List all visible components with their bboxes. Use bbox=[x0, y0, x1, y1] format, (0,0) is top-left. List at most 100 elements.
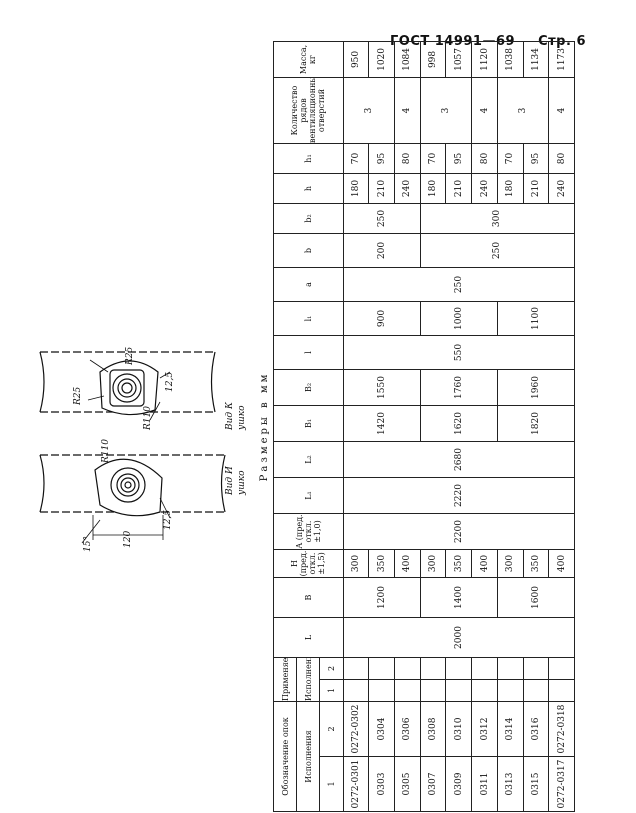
cell-isp1: 0309 bbox=[445, 756, 472, 812]
col-L2: L₂ bbox=[273, 441, 344, 478]
cell-b2: 300 bbox=[420, 203, 575, 234]
dim-right-R3: R110 bbox=[143, 406, 153, 431]
cell-primen bbox=[523, 657, 549, 680]
cell-l: 550 bbox=[343, 335, 575, 370]
col-l: l bbox=[273, 335, 344, 370]
col-num-1: 1 bbox=[319, 756, 344, 812]
cell-isp2: 0314 bbox=[497, 701, 524, 757]
cell-h: 180 bbox=[343, 173, 369, 204]
view-K-label-2: ушко bbox=[237, 405, 247, 431]
cell-massa: 1120 bbox=[471, 41, 498, 78]
cell-H: 350 bbox=[445, 549, 472, 578]
col-l1: l₁ bbox=[273, 301, 344, 336]
col-A: A (пред. откл. ±1,0) bbox=[273, 513, 344, 550]
cell-h: 210 bbox=[523, 173, 549, 204]
view-I-label-2: ушко bbox=[237, 470, 247, 496]
cell-H: 400 bbox=[471, 549, 498, 578]
cell-h: 180 bbox=[420, 173, 446, 204]
col-num-2: 2 bbox=[319, 701, 344, 757]
col-b2: b₂ bbox=[273, 203, 344, 234]
cell-b: 200 bbox=[343, 233, 421, 268]
dim-right-1: 12,5 bbox=[165, 372, 175, 392]
cell-H: 350 bbox=[523, 549, 549, 578]
cell-kol: 3 bbox=[420, 77, 472, 144]
cell-primen bbox=[497, 657, 524, 680]
dim-left-R: R110 bbox=[101, 439, 111, 464]
cell-l1: 1100 bbox=[497, 301, 575, 336]
cell-h: 240 bbox=[394, 173, 421, 204]
cell-h: 180 bbox=[497, 173, 524, 204]
cell-kol: 3 bbox=[497, 77, 549, 144]
col-b: b bbox=[273, 233, 344, 268]
cell-kol: 4 bbox=[548, 77, 575, 144]
cell-H: 300 bbox=[497, 549, 524, 578]
cell-h: 240 bbox=[548, 173, 575, 204]
cell-isp2: 0304 bbox=[368, 701, 395, 757]
cell-L: 2000 bbox=[343, 617, 575, 658]
cell-massa: 1020 bbox=[368, 41, 395, 78]
dim-left-length: 120 bbox=[123, 531, 133, 548]
view-K-label-1: Вид К bbox=[225, 401, 235, 431]
cell-massa: 1084 bbox=[394, 41, 421, 78]
cell-massa: 1038 bbox=[497, 41, 524, 78]
drawing-view-K bbox=[39, 351, 216, 421]
col-kol: Количество рядов вентиляционных отверсти… bbox=[273, 77, 344, 144]
cell-isp2: 0310 bbox=[445, 701, 472, 757]
cell-isp1: 0307 bbox=[420, 756, 446, 812]
cell-h1: 95 bbox=[523, 143, 549, 174]
cell-B: 1400 bbox=[420, 577, 498, 618]
col-oboz: Обозначение опок bbox=[273, 701, 297, 812]
cell-h1: 80 bbox=[471, 143, 498, 174]
col-primen-2: 2 bbox=[319, 657, 344, 680]
cell-B1: 1620 bbox=[420, 405, 498, 442]
cell-B: 1600 bbox=[497, 577, 575, 618]
cell-h1: 95 bbox=[445, 143, 472, 174]
cell-primen bbox=[445, 679, 472, 702]
dim-right-R2: R25 bbox=[73, 386, 83, 406]
table-row: 0272-0301 0272-0302 2000 1200 300 2200 2… bbox=[343, 41, 575, 812]
cell-a: 250 bbox=[343, 267, 575, 302]
col-massa: Масса, кг bbox=[273, 41, 344, 78]
cell-H: 400 bbox=[394, 549, 421, 578]
cell-B1: 1420 bbox=[343, 405, 421, 442]
cell-primen bbox=[394, 679, 421, 702]
cell-h1: 80 bbox=[548, 143, 575, 174]
col-B: B bbox=[273, 577, 344, 618]
dim-left-angle: 15° bbox=[83, 536, 93, 552]
cell-primen bbox=[445, 657, 472, 680]
cell-h1: 80 bbox=[394, 143, 421, 174]
cell-L1: 2220 bbox=[343, 477, 575, 514]
cell-L2: 2680 bbox=[343, 441, 575, 478]
cell-H: 350 bbox=[368, 549, 395, 578]
view-I-label-1: Вид И bbox=[225, 466, 235, 496]
cell-primen bbox=[471, 657, 498, 680]
cell-primen bbox=[497, 679, 524, 702]
cell-isp2: 0312 bbox=[471, 701, 498, 757]
cell-isp1: 0311 bbox=[471, 756, 498, 812]
col-B2: B₂ bbox=[273, 369, 344, 406]
cell-isp2: 0272-0318 bbox=[548, 701, 575, 757]
cell-primen bbox=[420, 679, 446, 702]
cell-primen bbox=[394, 657, 421, 680]
cell-H: 400 bbox=[548, 549, 575, 578]
cell-h1: 95 bbox=[368, 143, 395, 174]
cell-B1: 1820 bbox=[497, 405, 575, 442]
cell-primen bbox=[343, 657, 369, 680]
cell-isp1: 0315 bbox=[523, 756, 549, 812]
dim-left-2: 12,5 bbox=[163, 510, 173, 530]
cell-b2: 250 bbox=[343, 203, 421, 234]
cell-primen bbox=[343, 679, 369, 702]
cell-isp2: 0308 bbox=[420, 701, 446, 757]
cell-massa: 1134 bbox=[523, 41, 549, 78]
col-primen-isp: Исполнения bbox=[296, 657, 320, 702]
col-primen-1: 1 bbox=[319, 679, 344, 702]
cell-isp1: 0272-0301 bbox=[343, 756, 369, 812]
cell-massa: 950 bbox=[343, 41, 369, 78]
cell-h1: 70 bbox=[343, 143, 369, 174]
cell-h: 210 bbox=[445, 173, 472, 204]
table-row: 0313 0314 1600 300 1820 1960 1100 180 70… bbox=[497, 41, 575, 812]
cell-isp1: 0305 bbox=[394, 756, 421, 812]
cell-massa: 1173 bbox=[548, 41, 575, 78]
col-a: a bbox=[273, 267, 344, 302]
col-ispolnenia: Исполнения bbox=[296, 701, 320, 812]
